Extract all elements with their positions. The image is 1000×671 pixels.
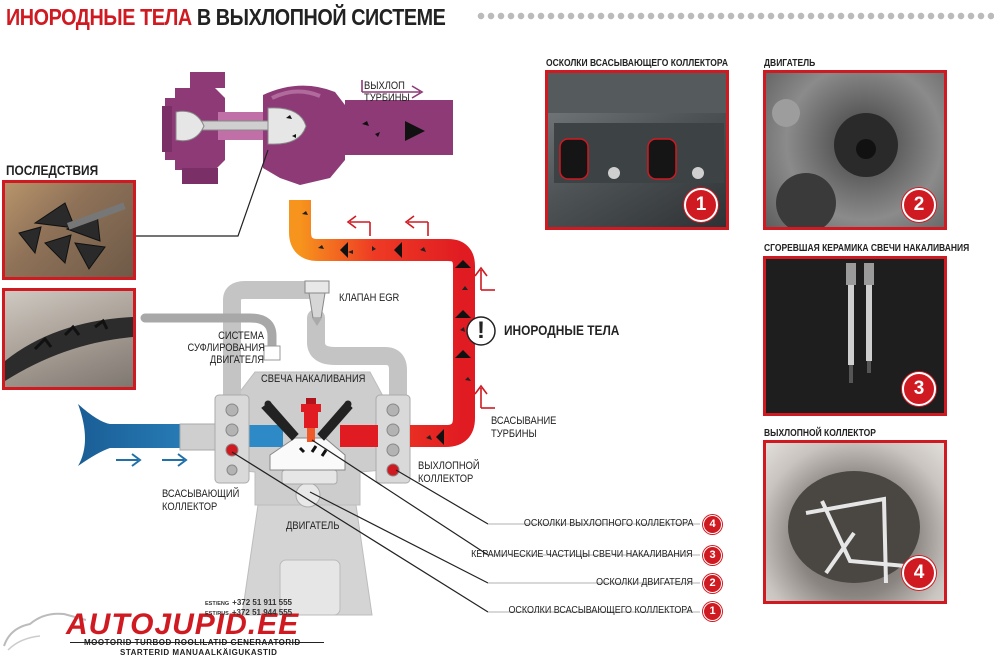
phone-rus: EST/RUS+372 51 944 555 [205, 608, 293, 617]
label-egr-valve: КЛАПАН EGR [339, 292, 400, 304]
legend-item-4-text: ОСКОЛКИ ВЫХЛОПНОГО КОЛЛЕКТОРА [523, 517, 693, 529]
photo-exhaust-manifold [763, 440, 947, 604]
label-consequences: ПОСЛЕДСТВИЯ [6, 162, 99, 178]
photo-3-badge: 3 [902, 372, 936, 406]
label-turbine-intake: ВСАСЫВАНИЕ ТУРБИНЫ [491, 415, 557, 440]
warning-icon: ! [477, 317, 485, 344]
title-dots-decoration [476, 11, 994, 25]
legend-item-3-badge: 3 [703, 546, 722, 565]
leader-lines [135, 149, 700, 613]
legend-item-4-badge: 4 [703, 515, 722, 534]
legend-item-1-text: ОСКОЛКИ ВСАСЫВАЮЩЕГО КОЛЛЕКТОРА [508, 604, 693, 616]
photo-3-title: СГОРЕВШАЯ КЕРАМИКА СВЕЧИ НАКАЛИВАНИЯ [764, 243, 970, 254]
consequence-photo-turbine-wheel [2, 180, 136, 280]
label-breather-system: СИСТЕМА СУФЛИРОВАНИЯ ДВИГАТЕЛЯ [187, 330, 265, 366]
glow-plug-shape [301, 398, 321, 442]
legend-item-3-text: КЕРАМИЧЕСКИЕ ЧАСТИЦЫ СВЕЧИ НАКАЛИВАНИЯ [471, 548, 693, 560]
flow-arrows [346, 215, 495, 409]
photo-intake-manifold-debris [545, 70, 729, 230]
label-foreign-bodies: ИНОРОДНЫЕ ТЕЛА [504, 322, 620, 338]
label-turbine-exhaust: ВЫХЛОП ТУРБИНЫ [364, 80, 410, 104]
label-glow-plug: СВЕЧА НАКАЛИВАНИЯ [261, 373, 366, 385]
logo-services-line2: STARTERID MANUAALKÄIGUKASTID [120, 648, 278, 657]
phone-eng: EST/ENG+372 51 911 555 [205, 598, 292, 607]
legend-item-2-text: ОСКОЛКИ ДВИГАТЕЛЯ [596, 576, 693, 588]
label-intake-manifold: ВСАСЫВАЮЩИЙ КОЛЛЕКТОР [162, 488, 240, 513]
intake-manifold-block [214, 394, 250, 484]
egr-valve-shape [304, 280, 330, 326]
legend-item-2-badge: 2 [703, 574, 722, 593]
photo-4-title: ВЫХЛОПНОЙ КОЛЛЕКТОР [764, 428, 876, 439]
consequence-photo-turbine-housing [2, 288, 136, 390]
logo-services-line1: MOOTORID TURBOD ROOLILATID GENERAATORID [84, 638, 301, 647]
intake-horn [78, 404, 235, 466]
exhaust-egr-pipe [289, 200, 475, 447]
turbine-exhaust-pipe [345, 100, 453, 155]
legend-item-1-badge: 1 [703, 602, 722, 621]
label-exhaust-manifold: ВЫХЛОПНОЙ КОЛЛЕКТОР [418, 460, 480, 485]
photo-1-badge: 1 [684, 188, 718, 222]
photo-1-title: ОСКОЛКИ ВСАСЫВАЮЩЕГО КОЛЛЕКТОРА [546, 58, 728, 69]
turbocharger-shape [162, 72, 453, 185]
logo-divider [70, 642, 324, 643]
intake-arrows [116, 453, 188, 467]
photo-4-badge: 4 [902, 556, 936, 590]
page-title: ИНОРОДНЫЕ ТЕЛА В ВЫХЛОПНОЙ СИСТЕМЕ [6, 4, 446, 30]
photo-2-badge: 2 [902, 188, 936, 222]
photo-2-title: ДВИГАТЕЛЬ [764, 58, 816, 69]
grey-pipes [140, 281, 407, 409]
car-silhouette-icon [3, 612, 87, 651]
label-engine: ДВИГАТЕЛЬ [286, 520, 340, 532]
brand-logo: AUTOJUPID.EE [66, 608, 300, 641]
